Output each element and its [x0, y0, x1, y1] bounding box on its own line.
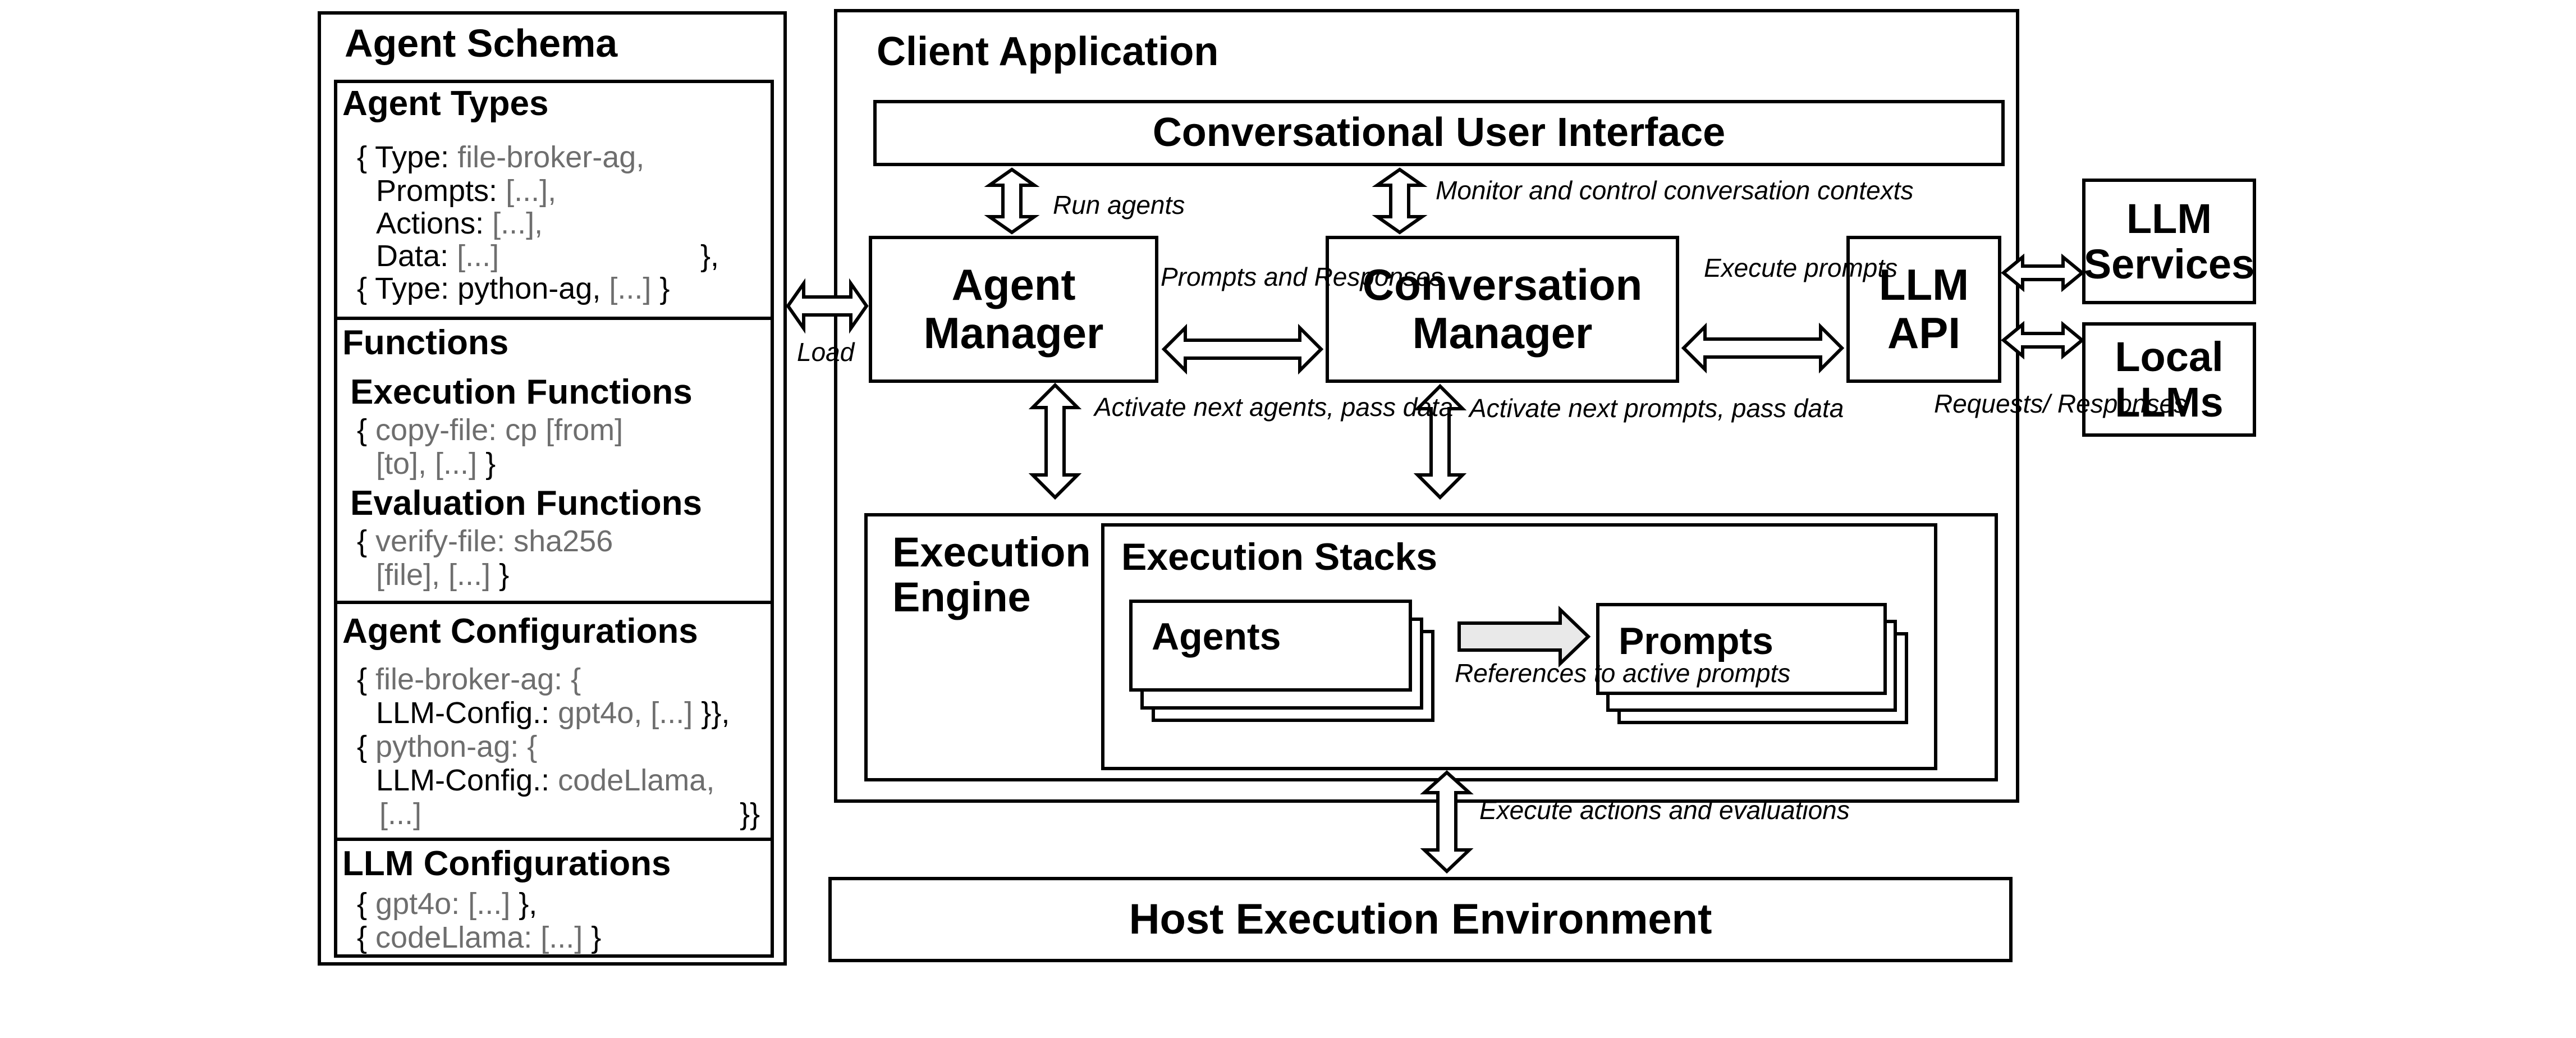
activate-agents-arrow	[1028, 382, 1082, 500]
agent-type-close: },	[700, 239, 719, 273]
llm-api-box: LLM API	[1846, 236, 2001, 383]
agent-types-title: Agent Types	[342, 84, 549, 123]
client-application-title: Client Application	[877, 29, 1219, 74]
llm-configurations-section	[334, 838, 774, 958]
references-arrow	[1457, 605, 1591, 668]
references-label: References to active prompts	[1455, 659, 1791, 688]
evaluation-function-args: [file], [...] }	[376, 558, 510, 592]
llm-config-codellama: { codeLlama: [...] }	[357, 921, 602, 954]
llm-services-box: LLM Services	[2082, 179, 2256, 304]
execution-function-copy-file: { copy-file: cp [from]	[357, 413, 624, 447]
agent-config-python-more: [...]	[379, 797, 422, 831]
functions-section	[334, 317, 774, 604]
agent-type-actions: Actions: [...],	[376, 207, 543, 240]
load-arrow	[786, 278, 869, 334]
evaluation-functions-title: Evaluation Functions	[350, 484, 702, 523]
local-llms-box: Local LLMs	[2082, 322, 2256, 437]
prompts-stack-front	[1596, 603, 1887, 695]
execution-stacks-title: Execution Stacks	[1121, 536, 1438, 578]
agent-config-file-broker-llm: LLM-Config.: gpt4o, [...] }},	[376, 696, 730, 730]
agents-stack-front	[1129, 600, 1412, 692]
evaluation-function-verify-file: { verify-file: sha256	[357, 524, 613, 558]
execute-actions-arrow	[1420, 770, 1474, 874]
requests-responses-label: Requests/ Responses	[1934, 389, 2187, 418]
conversational-ui-box: Conversational User Interface	[873, 100, 2005, 166]
activate-prompts-arrow	[1413, 383, 1467, 500]
functions-title: Functions	[342, 323, 509, 362]
agent-type-python: { Type: python-ag, [...] }	[357, 272, 670, 305]
agent-config-file-broker: { file-broker-ag: {	[357, 662, 581, 696]
prompts-label: Prompts	[1619, 620, 1773, 662]
execution-functions-title: Execution Functions	[350, 373, 693, 411]
run-agents-label: Run agents	[1053, 190, 1185, 220]
agent-config-python: { python-ag: {	[357, 730, 538, 763]
execution-function-args: [to], [...] }	[376, 447, 496, 481]
agent-type-file-broker: { Type: file-broker-ag,	[357, 140, 645, 174]
load-label: Load	[797, 337, 855, 367]
agent-type-data: Data: [...]	[376, 239, 499, 273]
agent-config-python-llm: LLM-Config.: codeLlama,	[376, 763, 715, 797]
activate-prompts-label: Activate next prompts, pass data	[1469, 394, 1844, 423]
monitor-label: Monitor and control conversation context…	[1436, 176, 1914, 205]
agent-config-close: }}	[740, 797, 760, 831]
agent-type-prompts: Prompts: [...],	[376, 174, 557, 208]
local-llms-arrow	[2001, 321, 2085, 360]
agent-configurations-title: Agent Configurations	[342, 612, 698, 651]
conversation-manager-box: Conversation Manager	[1326, 236, 1679, 383]
prompts-responses-arrow	[1161, 323, 1324, 375]
execute-prompts-arrow	[1681, 322, 1845, 374]
llm-services-arrow	[2001, 253, 2085, 292]
agents-label: Agents	[1152, 615, 1281, 658]
llm-config-gpt4o: { gpt4o: [...] },	[357, 887, 538, 921]
execution-engine-label: Execution Engine	[892, 529, 1091, 620]
agent-manager-box: Agent Manager	[869, 236, 1158, 383]
run-agents-arrow	[984, 167, 1040, 235]
host-execution-environment-box: Host Execution Environment	[828, 877, 2013, 962]
monitor-arrow	[1372, 167, 1428, 235]
agent-configurations-section	[334, 601, 774, 841]
agent-schema-title: Agent Schema	[345, 21, 618, 65]
prompts-responses-label: Prompts and Responses	[1161, 262, 1443, 291]
llm-configurations-title: LLM Configurations	[342, 844, 671, 883]
execute-prompts-label: Execute prompts	[1704, 253, 1898, 282]
activate-agents-label: Activate next agents, pass data	[1094, 392, 1454, 422]
execute-actions-label: Execute actions and evaluations	[1479, 795, 1850, 825]
